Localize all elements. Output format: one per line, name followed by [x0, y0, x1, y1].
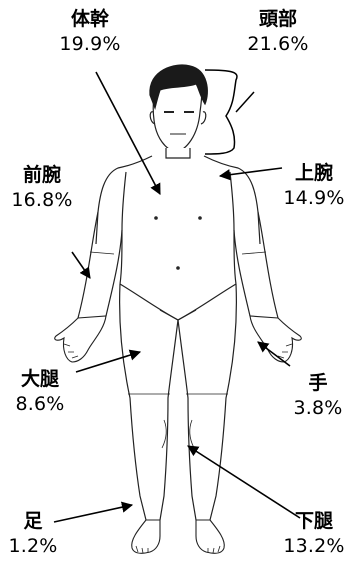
label-head-name: 頭部	[236, 10, 320, 29]
label-forearm: 前腕 16.8%	[0, 166, 84, 210]
head-part	[150, 65, 207, 152]
label-foot-value: 1.2%	[0, 537, 66, 556]
neck	[166, 148, 190, 158]
label-thigh-value: 8.6%	[4, 395, 76, 414]
label-foot: 足 1.2%	[0, 512, 66, 556]
forearm-arrow	[72, 252, 90, 278]
label-thigh: 大腿 8.6%	[4, 370, 76, 414]
label-lower-leg: 下腿 13.2%	[272, 512, 356, 556]
label-forearm-value: 16.8%	[0, 191, 84, 210]
label-trunk: 体幹 19.9%	[48, 10, 132, 54]
label-lower-leg-value: 13.2%	[272, 537, 356, 556]
label-hand-value: 3.8%	[282, 399, 354, 418]
label-upper-arm-name: 上腕	[272, 164, 356, 183]
label-head-value: 21.6%	[236, 35, 320, 54]
label-head: 頭部 21.6%	[236, 10, 320, 54]
label-upper-arm-value: 14.9%	[272, 189, 356, 208]
label-forearm-name: 前腕	[0, 166, 84, 185]
torso-part	[78, 156, 278, 320]
head-bracket-line	[236, 92, 254, 112]
feet-part	[132, 520, 225, 553]
label-upper-arm: 上腕 14.9%	[272, 164, 356, 208]
label-thigh-name: 大腿	[4, 370, 76, 389]
head-bracket	[205, 70, 237, 154]
label-trunk-value: 19.9%	[48, 35, 132, 54]
label-hand-name: 手	[282, 374, 354, 393]
label-hand: 手 3.8%	[282, 374, 354, 418]
lower-leg-arrow	[188, 446, 300, 518]
label-trunk-name: 体幹	[48, 10, 132, 29]
label-lower-leg-name: 下腿	[272, 512, 356, 531]
label-foot-name: 足	[0, 512, 66, 531]
